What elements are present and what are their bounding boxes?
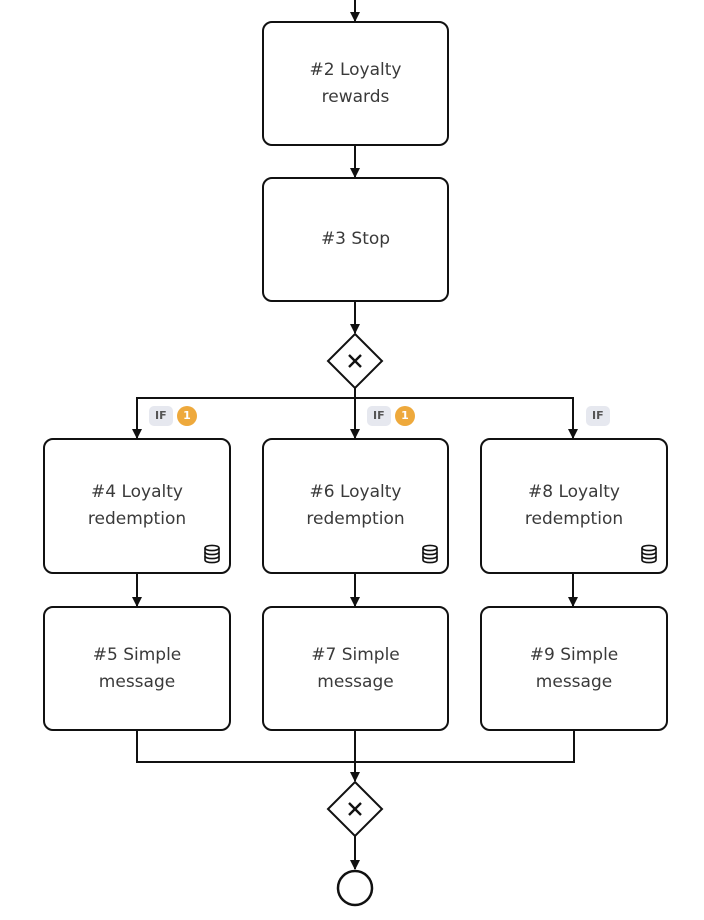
node-9-simple-message[interactable]: #9 Simple message xyxy=(480,606,668,731)
node-4-loyalty-redemption[interactable]: #4 Loyalty redemption xyxy=(43,438,231,574)
node-label: #8 Loyalty redemption xyxy=(524,482,624,529)
node-8-loyalty-redemption[interactable]: #8 Loyalty redemption xyxy=(480,438,668,574)
node-label: #2 Loyalty rewards xyxy=(309,59,402,107)
node-7-simple-message[interactable]: #7 Simple message xyxy=(262,606,449,731)
database-icon xyxy=(422,544,438,564)
end-event[interactable] xyxy=(336,869,374,907)
node-5-simple-message[interactable]: #5 Simple message xyxy=(43,606,231,731)
node-label: #3 Stop xyxy=(320,229,391,249)
exclusive-gateway-merge[interactable] xyxy=(326,780,384,838)
node-label: #6 Loyalty redemption xyxy=(306,482,405,529)
edge-split-right xyxy=(355,397,578,439)
exclusive-gateway-split[interactable] xyxy=(326,332,384,390)
branch-condition-badge[interactable]: IF xyxy=(367,406,391,426)
node-2-loyalty-rewards[interactable]: #2 Loyalty rewards xyxy=(262,21,449,146)
branch-condition-badge[interactable]: IF xyxy=(586,406,610,426)
edge-n9-to-merge xyxy=(355,730,575,763)
node-label: #9 Simple message xyxy=(529,644,619,692)
node-label: #7 Simple message xyxy=(311,644,400,692)
database-icon xyxy=(204,544,220,564)
database-icon xyxy=(641,544,657,564)
edge-n5-to-merge xyxy=(136,730,355,763)
node-3-stop[interactable]: #3 Stop xyxy=(262,177,449,302)
node-6-loyalty-redemption[interactable]: #6 Loyalty redemption xyxy=(262,438,449,574)
branch-condition-badge[interactable]: IF xyxy=(149,406,173,426)
branch-count-badge: 1 xyxy=(395,406,415,426)
node-label: #4 Loyalty redemption xyxy=(87,482,187,529)
node-label: #5 Simple message xyxy=(92,644,182,692)
edge-split-left xyxy=(132,397,355,439)
branch-count-badge: 1 xyxy=(177,406,197,426)
